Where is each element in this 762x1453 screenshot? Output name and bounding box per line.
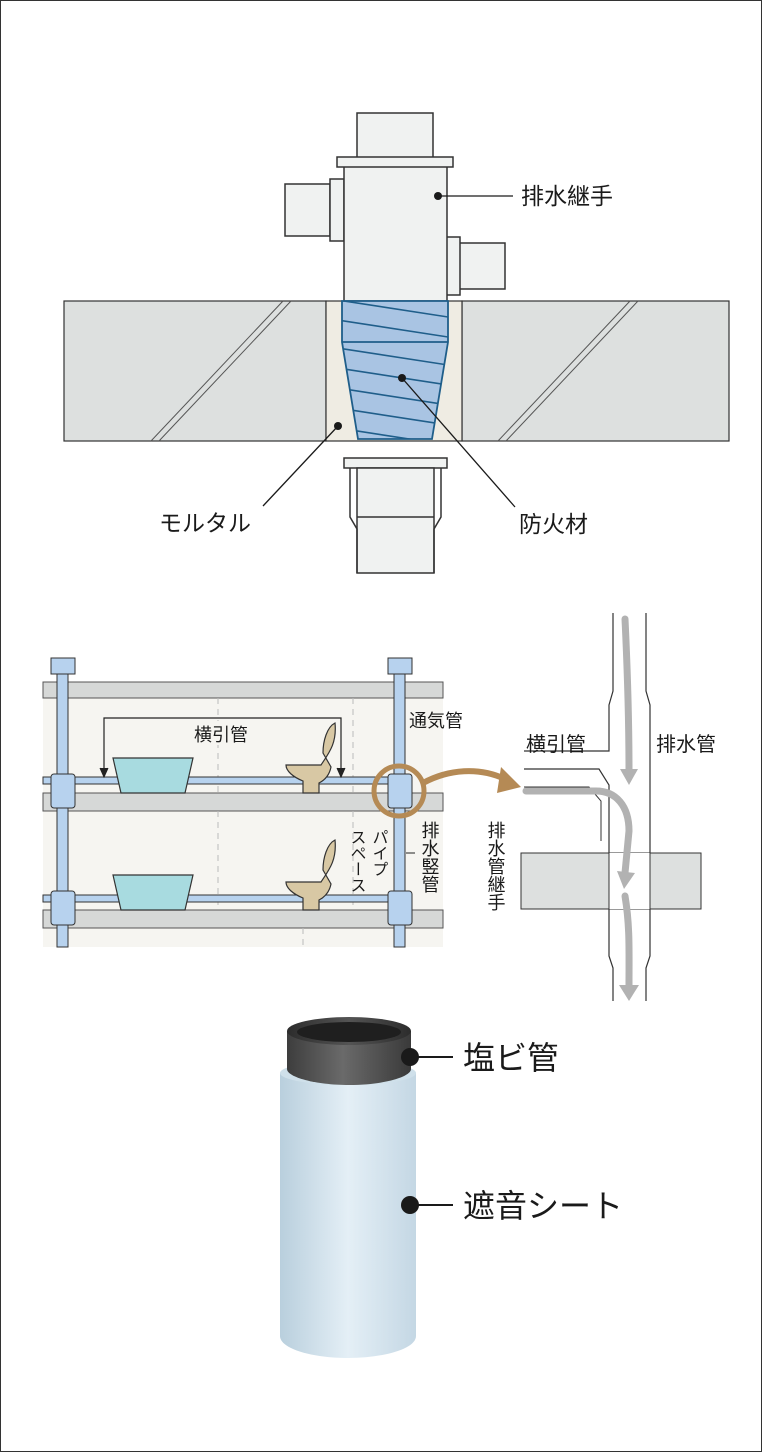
- branch-pipe-right: [458, 242, 506, 290]
- vent-pipe-label: 通気管: [409, 711, 463, 732]
- concrete-slab-left: [63, 300, 327, 442]
- horizontal-pipe-lower: [42, 894, 396, 903]
- toilet-lower: [285, 839, 336, 911]
- detail-highlight-circle: [371, 763, 427, 819]
- sound-insulation-sheet: [280, 1073, 416, 1358]
- lower-vertical-pipe: [356, 467, 435, 574]
- svg-text:パイプ: パイプ: [370, 829, 389, 877]
- joint-collar-top: [336, 156, 454, 168]
- pipe-space-label: パイプ スペース: [348, 829, 389, 893]
- detail-arrow: [421, 768, 507, 786]
- pvc-pipe-label: 塩ビ管: [463, 1039, 559, 1077]
- sound-sheet-label: 遮音シート: [463, 1187, 623, 1225]
- drain-joint-label: 排水継手: [521, 184, 613, 210]
- floor-slab-top: [42, 681, 444, 699]
- flow-arrows: [522, 615, 633, 990]
- fig1-slab-section: 排水継手 モルタル 防火材: [63, 112, 730, 574]
- fireproof-label: 防火材: [519, 512, 588, 538]
- floor-slab-middle: [42, 792, 444, 812]
- upper-vertical-pipe: [356, 112, 434, 164]
- wash-basin-lower: [112, 874, 194, 911]
- wash-basin-upper: [112, 757, 194, 794]
- floor-slab-bottom: [42, 909, 444, 929]
- mortar-label: モルタル: [159, 511, 251, 537]
- drain-joint-body: [343, 165, 448, 302]
- fig2-building-section: 横引管 通気管 パイプ スペース 排水竪管: [42, 657, 521, 948]
- horizontal-pipe-upper: [42, 776, 396, 785]
- concrete-slab-right: [461, 300, 730, 442]
- fig4-pipe-with-sheet: 塩ビ管 遮音シート: [280, 1017, 623, 1358]
- drain-stack-label: 排水竪管: [419, 821, 440, 893]
- fig3-joint-detail: 横引管 排水管 排水管継手: [485, 613, 716, 1001]
- fig3-yokobiki-label: 横引管: [526, 732, 586, 756]
- pvc-pipe: [287, 1031, 411, 1085]
- fig2-yokobiki-label: 横引管: [194, 725, 248, 746]
- svg-text:スペース: スペース: [348, 829, 367, 893]
- joint-collar-bottom: [343, 457, 448, 469]
- fig3-haisui-label: 排水管: [656, 732, 716, 756]
- branch-pipe-left: [284, 183, 331, 237]
- fig3-joint-label: 排水管継手: [485, 821, 506, 911]
- toilet-upper: [285, 722, 336, 794]
